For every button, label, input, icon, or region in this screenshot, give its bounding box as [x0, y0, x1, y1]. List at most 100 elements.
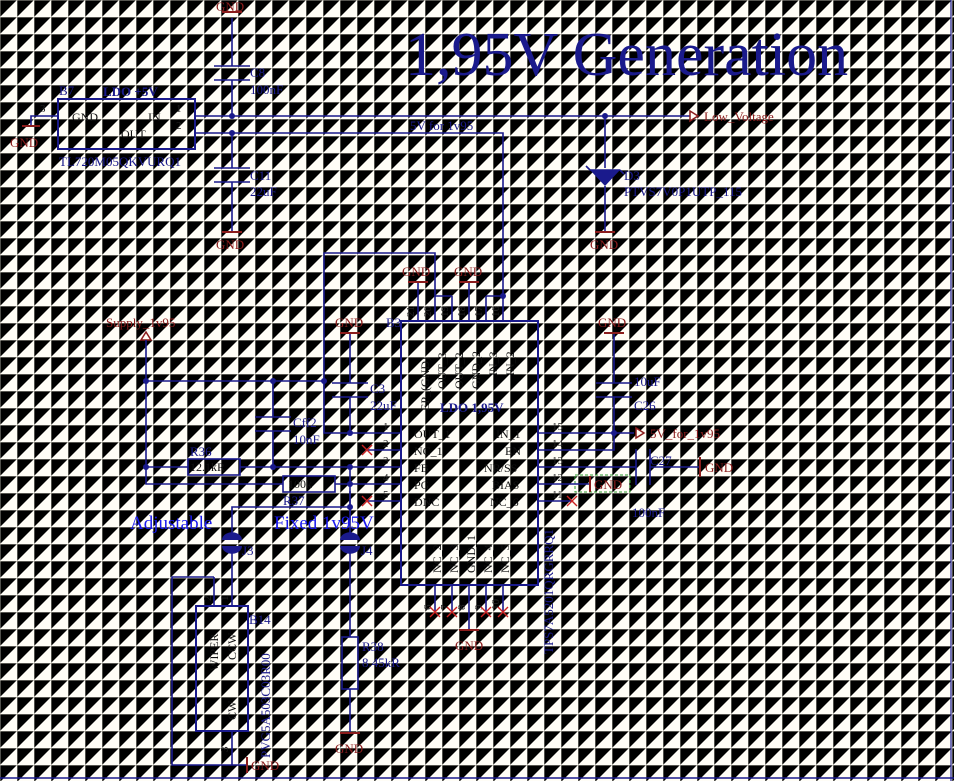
gnd-label: GND — [335, 315, 363, 330]
c11-value: 22uF — [250, 184, 277, 199]
b3-pin-4-num: 4 — [383, 472, 389, 484]
capacitor-c8[interactable] — [214, 65, 250, 81]
c3-ref: C3 — [370, 381, 385, 396]
b3-pin-gnd1: GND_1 — [464, 535, 478, 573]
b3-pin-nrss: NR/SS — [484, 461, 517, 475]
r38-ref: R38 — [362, 639, 384, 654]
b3-pin-nc2: NC_2 — [430, 544, 444, 573]
gnd-label: GND — [251, 758, 279, 773]
b3-pin-nc3: NC_3 — [447, 544, 461, 573]
potentiometer-b14[interactable]: WIPER CCW CW — [195, 605, 249, 732]
r38-value: 8.45kR — [362, 655, 400, 670]
cff2-ref: Cff2 — [293, 415, 317, 430]
b3-pin-5-num: 5 — [383, 489, 389, 501]
jumper-j3[interactable] — [222, 532, 242, 577]
b3-pin-14-num: 14 — [552, 438, 564, 450]
capacitor-c11[interactable] — [214, 167, 250, 183]
b14-pin-cw: CW — [225, 700, 239, 720]
b3-pin-9-num: 9 — [473, 604, 485, 610]
port-low-voltage: Low_Voltage — [704, 109, 774, 124]
c27-ref: C27 — [650, 453, 672, 468]
b3-pin-out3: OUT_3 — [435, 352, 449, 389]
gnd-label: GND — [705, 460, 733, 475]
port-5v-arrow — [635, 426, 646, 440]
b7-label: LDO +5V — [103, 84, 158, 99]
c27-value: 100nF — [632, 505, 665, 520]
ldo-1v95-b3[interactable]: B3 LDO 1,95V OUT_1 NC_1 FB PG DNC IN_1 E… — [386, 315, 556, 654]
b14-pin-wiper: WIPER — [207, 634, 221, 671]
b14-pin-ccw: CCW — [225, 632, 239, 660]
wire-5v-for-1v95 — [195, 132, 504, 296]
b3-pin-10-num: 10 — [490, 599, 502, 611]
gnd-label: GND — [594, 477, 622, 492]
resistor-r36[interactable] — [187, 458, 241, 476]
b3-pin-out2: OUT_2 — [452, 352, 466, 389]
capacitor-c3[interactable] — [332, 382, 368, 398]
no-connect-marks — [361, 444, 578, 618]
c8-ref: C8 — [250, 65, 265, 80]
b3-pin-ep: EP_(GND) — [418, 357, 432, 411]
r37-ref: R37 — [283, 493, 305, 508]
b3-pin-16-num: 16 — [490, 306, 502, 318]
b3-pin-11-num: 11 — [552, 489, 563, 501]
b3-pin-18-num: 18 — [456, 306, 468, 318]
b3-pin-bias: BIAS — [492, 478, 519, 492]
b3-part: TPS7A5201QRGRRQ1 — [541, 529, 556, 654]
b3-pin-3-num: 3 — [383, 455, 389, 467]
b3-pin-1-num: 1 — [383, 421, 389, 433]
port-supply-1v95: Supply_1v95 — [106, 315, 175, 330]
r36-value: 12.1kR — [190, 460, 225, 474]
c3-value: 22uF — [370, 398, 397, 413]
b7-pin-1-num: 1 — [176, 103, 182, 115]
b3-pin-13-num: 13 — [552, 455, 564, 467]
r36-ref: R36 — [190, 444, 212, 459]
b14-pin-1-num: 1 — [219, 596, 231, 602]
page-title: 1,95V Generation — [405, 21, 848, 89]
b3-pin-in2: IN_2 — [503, 351, 517, 376]
gnd-label: GND — [455, 638, 483, 653]
b7-pin-gnd-name: GND — [72, 110, 98, 124]
j3-ref: J3 — [242, 543, 254, 558]
b3-pin-in1: IN_1 — [496, 427, 521, 441]
b3-label: LDO 1,95V — [440, 400, 504, 415]
capacitor-c27[interactable] — [635, 449, 651, 485]
capacitor-c26[interactable] — [596, 382, 632, 398]
note-fixed: Fixed 1v95V — [274, 513, 374, 534]
b3-pin-dnc: DNC — [414, 495, 439, 509]
ldo-5v-b7[interactable]: B7 LDO +5V GND IN OUT 3 1 2 TL720M05QKVU… — [40, 83, 196, 169]
d3-ref: D3 — [624, 168, 640, 183]
b3-pin-out1: OUT_1 — [414, 427, 451, 441]
c26-ref: C26 — [634, 398, 656, 413]
b3-pin-en: EN — [505, 444, 521, 458]
cff2-value: 10nF — [293, 432, 320, 447]
b3-pin-7-num: 7 — [439, 604, 451, 610]
b3-pin-nc1: NC_1 — [414, 444, 443, 458]
tvs-diode-d3[interactable] — [585, 165, 625, 186]
b7-pin-out-name: OUT — [121, 127, 146, 141]
b3-pin-gnd2: GND_2 — [469, 351, 483, 389]
port-low-voltage-arrow — [689, 109, 700, 123]
b14-pin-2-num: 2 — [202, 596, 214, 602]
b3-pin-17-num: 17 — [473, 306, 485, 318]
gnd-label: GND — [335, 741, 363, 756]
b3-pin-in3: IN_3 — [486, 351, 500, 376]
b3-pin-21-num: 21 — [405, 306, 417, 317]
net-5v-for-1v95-label: 5V for 1v95 — [410, 118, 473, 133]
b3-pin-12-num: 12 — [552, 472, 563, 484]
b3-pin-6-num: 6 — [422, 604, 434, 610]
capacitor-cff2[interactable] — [255, 416, 291, 432]
gnd-label: GND — [216, 0, 244, 14]
b3-ref: B3 — [386, 315, 401, 330]
b3-pin-nc4: NC_4 — [481, 544, 495, 573]
b3-pin-15-num: 15 — [552, 421, 564, 433]
b3-pin-nc5: NC_5 — [498, 544, 512, 573]
d3-part: PTVS7V0P1UTP_115 — [624, 184, 742, 199]
gnd-label: GND — [216, 237, 244, 252]
b3-pin-19-num: 19 — [439, 306, 451, 318]
jumper-j4[interactable] — [340, 530, 360, 637]
c8-value: 100nF — [250, 82, 283, 97]
b14-part: PVG5A503C03R00 — [258, 653, 273, 758]
gnd-label: GND — [454, 264, 482, 279]
